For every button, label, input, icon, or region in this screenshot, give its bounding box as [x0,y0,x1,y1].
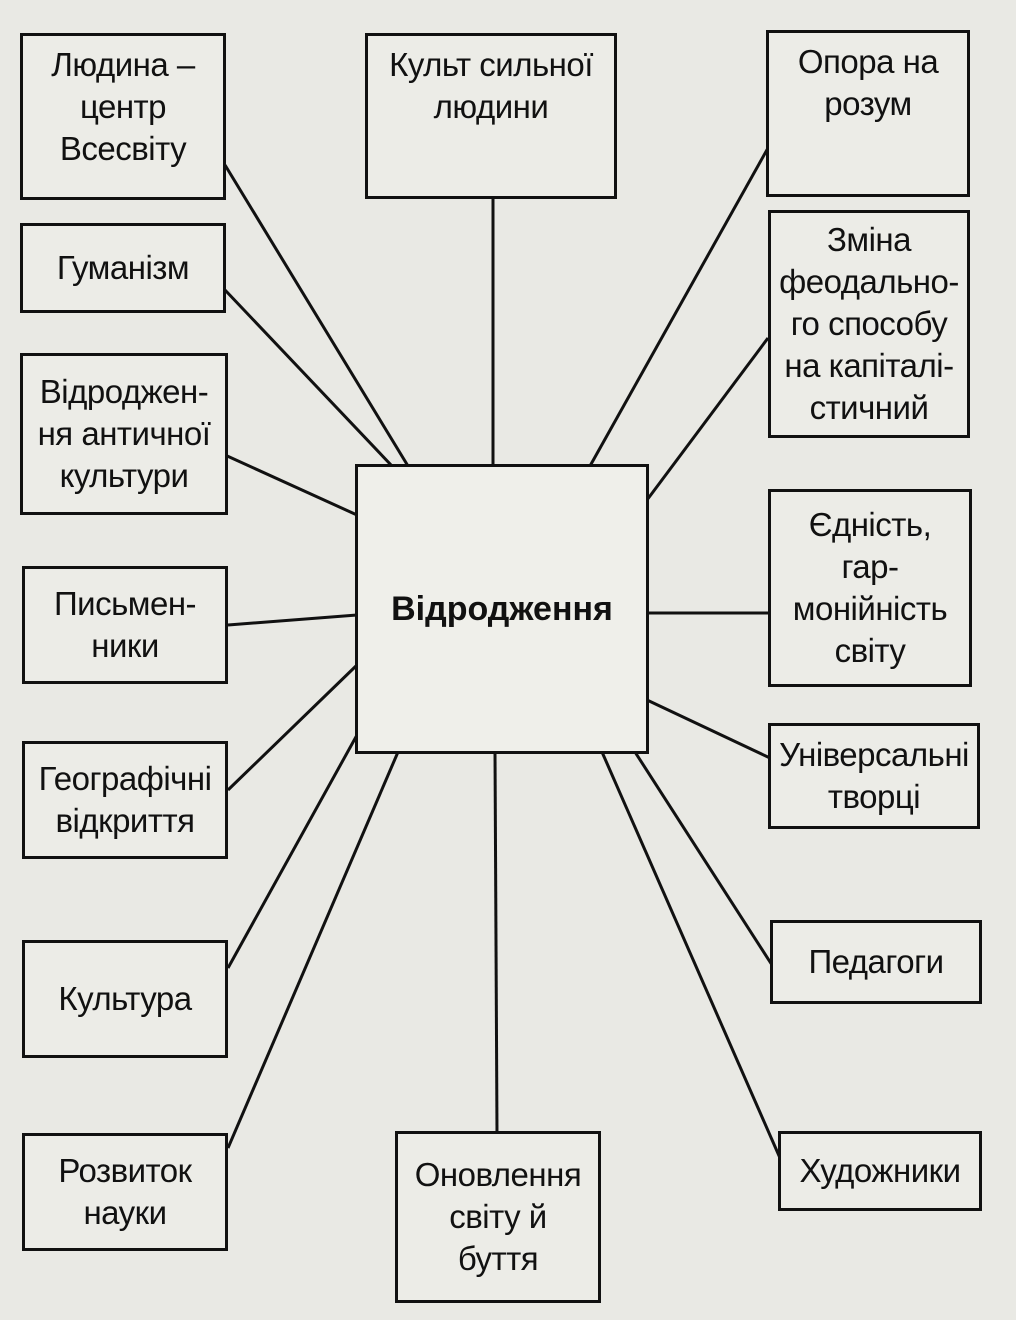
connector-feudal-change [645,337,770,501]
connector-universal [646,698,771,760]
node-science-development: Розвиток науки [22,1133,228,1251]
connector-humanism [223,288,394,468]
connector-reason [588,147,770,467]
connector-pedagogues [633,751,774,966]
node-culture: Культура [22,940,228,1058]
node-humanism: Гуманізм [20,223,226,313]
connector-writers [227,613,358,627]
center-node-renaissance: Відродження [355,464,649,754]
connector-culture [226,734,359,969]
node-antique-culture-revival: Відроджен- ня античної культури [20,353,228,515]
node-artists: Художники [778,1131,982,1211]
node-universal-creators: Універсальні творці [768,723,980,829]
node-reliance-on-reason: Опора на розум [766,30,970,197]
node-unity-harmony-of-world: Єдність, гар- монійність світу [768,489,972,687]
node-person-center-of-universe: Людина – центр Всесвіту [20,33,226,200]
connector-artists [600,751,782,1159]
connector-renewal [493,751,499,1134]
connector-antiquity [224,453,358,517]
node-feudal-to-capitalist-change: Зміна феодально- го способу на капіталі-… [768,210,970,438]
node-writers: Письмен- ники [22,566,228,684]
node-pedagogues: Педагоги [770,920,982,1004]
node-world-renewal: Оновлення світу й буття [395,1131,601,1303]
node-geographic-discoveries: Географічні відкриття [22,741,228,859]
node-strong-person-cult: Культ сильної людини [365,33,617,199]
connector-discoveries [226,663,359,792]
connector-science [226,751,400,1149]
connector-people-center [223,164,410,467]
